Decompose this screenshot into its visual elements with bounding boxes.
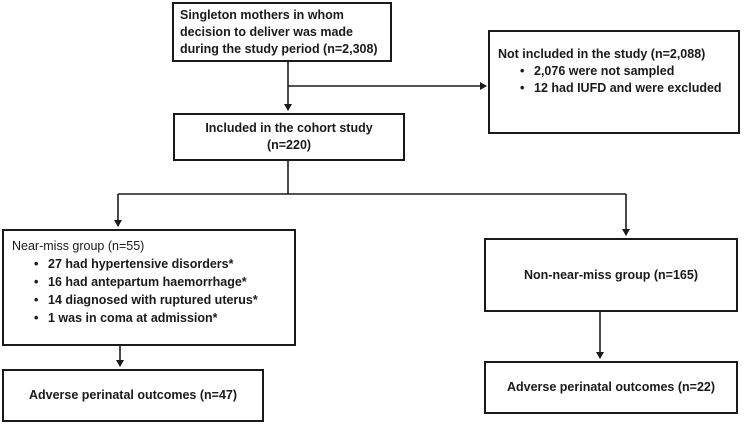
- near-miss-title: Near-miss group (n=55): [12, 239, 145, 253]
- box-adverse-left: Adverse perinatal outcomes (n=47): [2, 369, 264, 422]
- box-not-included: Not included in the study (n=2,088) 2,07…: [488, 30, 740, 134]
- list-item: 12 had IUFD and were excluded: [520, 80, 730, 97]
- box-singleton-mothers: Singleton mothers in whom decision to de…: [172, 2, 392, 62]
- box-near-miss: Near-miss group (n=55) 27 had hypertensi…: [2, 229, 296, 346]
- list-item: 2,076 were not sampled: [520, 63, 730, 80]
- cohort-line1: Included in the cohort study: [205, 121, 373, 135]
- cohort-line2: (n=220): [266, 138, 312, 152]
- not-included-title: Not included in the study (n=2,088): [498, 47, 706, 61]
- list-item: 14 diagnosed with ruptured uterus*: [34, 291, 286, 309]
- adverse-left-text: Adverse perinatal outcomes (n=47): [28, 388, 238, 402]
- box-adverse-right: Adverse perinatal outcomes (n=22): [484, 361, 738, 414]
- box-cohort: Included in the cohort study (n=220): [173, 113, 405, 161]
- singleton-mothers-text: Singleton mothers in whom decision to de…: [180, 8, 378, 56]
- adverse-right-text: Adverse perinatal outcomes (n=22): [506, 380, 716, 394]
- not-included-list: 2,076 were not sampled 12 had IUFD and w…: [498, 63, 730, 97]
- near-miss-list: 27 had hypertensive disorders* 16 had an…: [12, 255, 286, 327]
- box-non-near-miss: Non-near-miss group (n=165): [484, 238, 738, 312]
- list-item: 16 had antepartum haemorrhage*: [34, 273, 286, 291]
- list-item: 1 was in coma at admission*: [34, 309, 286, 327]
- non-near-miss-text: Non-near-miss group (n=165): [524, 267, 698, 282]
- list-item: 27 had hypertensive disorders*: [34, 255, 286, 273]
